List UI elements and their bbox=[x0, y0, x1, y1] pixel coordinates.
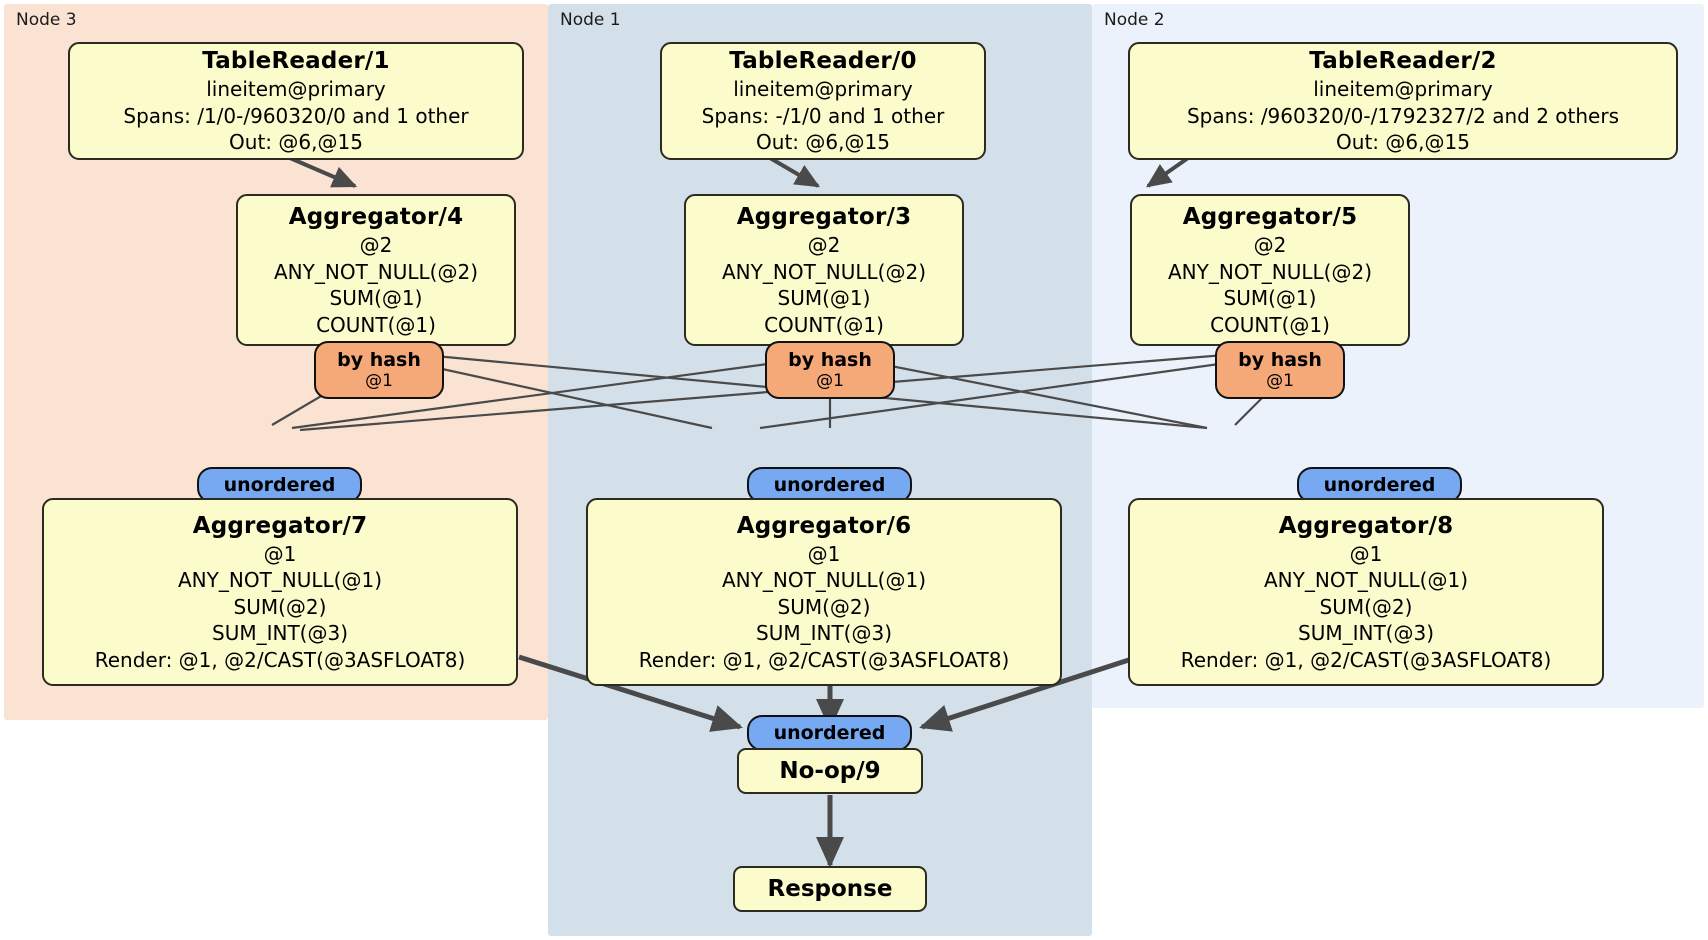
processor-aggregator-4[interactable]: Aggregator/4 @2 ANY_NOT_NULL(@2) SUM(@1)… bbox=[236, 194, 516, 346]
processor-tablereader-1[interactable]: TableReader/1 lineitem@primary Spans: /1… bbox=[68, 42, 524, 160]
processor-title: Aggregator/3 bbox=[736, 204, 912, 230]
processor-line: Out: @6,@15 bbox=[229, 130, 363, 155]
processor-line: lineitem@primary bbox=[206, 77, 386, 102]
processor-aggregator-3[interactable]: Aggregator/3 @2 ANY_NOT_NULL(@2) SUM(@1)… bbox=[684, 194, 964, 346]
processor-line: @1 bbox=[807, 541, 841, 566]
processor-line: ANY_NOT_NULL(@1) bbox=[722, 568, 926, 593]
processor-title: Aggregator/5 bbox=[1182, 204, 1358, 230]
router-type: by hash bbox=[1238, 349, 1322, 371]
processor-line: Spans: /960320/0-/1792327/2 and 2 others bbox=[1186, 103, 1619, 128]
processor-line: Render: @1, @2/CAST(@3ASFLOAT8) bbox=[638, 647, 1010, 672]
processor-line: COUNT(@1) bbox=[316, 312, 436, 337]
processor-line: SUM(@1) bbox=[1223, 286, 1317, 310]
processor-line: COUNT(@1) bbox=[1210, 312, 1330, 337]
synchronizer-label: unordered bbox=[223, 474, 336, 496]
processor-title: TableReader/0 bbox=[729, 48, 917, 75]
processor-title: No-op/9 bbox=[779, 758, 881, 784]
processor-title: TableReader/2 bbox=[1309, 48, 1497, 75]
synchronizer-unordered-left[interactable]: unordered bbox=[197, 467, 362, 503]
processor-title: Aggregator/7 bbox=[192, 512, 368, 539]
processor-line: SUM(@2) bbox=[1319, 594, 1413, 619]
router-type: by hash bbox=[337, 349, 421, 371]
router-by-hash-left[interactable]: by hash @1 bbox=[314, 341, 444, 399]
processor-tablereader-2[interactable]: TableReader/2 lineitem@primary Spans: /9… bbox=[1128, 42, 1678, 160]
processor-line: Out: @6,@15 bbox=[1336, 130, 1470, 155]
node-panel-label: Node 2 bbox=[1104, 10, 1165, 30]
processor-line: @1 bbox=[1349, 541, 1383, 566]
router-column: @1 bbox=[365, 371, 393, 391]
processor-aggregator-6[interactable]: Aggregator/6 @1 ANY_NOT_NULL(@1) SUM(@2)… bbox=[586, 498, 1062, 686]
processor-title: Aggregator/6 bbox=[736, 512, 912, 539]
processor-line: @1 bbox=[263, 541, 297, 566]
router-by-hash-center[interactable]: by hash @1 bbox=[765, 341, 895, 399]
processor-line: @2 bbox=[1253, 233, 1287, 257]
router-type: by hash bbox=[788, 349, 872, 371]
processor-line: SUM_INT(@3) bbox=[212, 621, 348, 646]
processor-title: Response bbox=[767, 876, 893, 902]
processor-line: Render: @1, @2/CAST(@3ASFLOAT8) bbox=[94, 647, 466, 672]
processor-line: SUM_INT(@3) bbox=[756, 621, 892, 646]
synchronizer-label: unordered bbox=[773, 722, 886, 744]
processor-title: Aggregator/8 bbox=[1278, 512, 1454, 539]
processor-tablereader-0[interactable]: TableReader/0 lineitem@primary Spans: -/… bbox=[660, 42, 986, 160]
synchronizer-label: unordered bbox=[1323, 474, 1436, 496]
processor-response[interactable]: Response bbox=[733, 866, 927, 912]
synchronizer-unordered-final[interactable]: unordered bbox=[747, 715, 912, 751]
processor-title: Aggregator/4 bbox=[288, 204, 464, 230]
processor-aggregator-5[interactable]: Aggregator/5 @2 ANY_NOT_NULL(@2) SUM(@1)… bbox=[1130, 194, 1410, 346]
processor-line: @2 bbox=[807, 233, 841, 257]
router-column: @1 bbox=[1266, 371, 1294, 391]
router-column: @1 bbox=[816, 371, 844, 391]
processor-line: Spans: /1/0-/960320/0 and 1 other bbox=[123, 103, 469, 128]
node-panel-label: Node 3 bbox=[16, 10, 77, 30]
processor-line: SUM(@2) bbox=[233, 594, 327, 619]
processor-line: Out: @6,@15 bbox=[756, 130, 890, 155]
processor-line: SUM(@1) bbox=[329, 286, 423, 310]
processor-line: lineitem@primary bbox=[1313, 77, 1493, 102]
synchronizer-label: unordered bbox=[773, 474, 886, 496]
processor-aggregator-7[interactable]: Aggregator/7 @1 ANY_NOT_NULL(@1) SUM(@2)… bbox=[42, 498, 518, 686]
processor-line: SUM_INT(@3) bbox=[1298, 621, 1434, 646]
router-by-hash-right[interactable]: by hash @1 bbox=[1215, 341, 1345, 399]
processor-line: lineitem@primary bbox=[733, 77, 913, 102]
processor-line: @2 bbox=[359, 233, 393, 257]
processor-noop-9[interactable]: No-op/9 bbox=[737, 748, 923, 794]
processor-line: ANY_NOT_NULL(@2) bbox=[274, 259, 478, 284]
processor-title: TableReader/1 bbox=[202, 48, 390, 75]
node-panel-label: Node 1 bbox=[560, 10, 621, 30]
processor-line: COUNT(@1) bbox=[764, 312, 884, 337]
processor-line: Spans: -/1/0 and 1 other bbox=[701, 103, 945, 128]
synchronizer-unordered-center[interactable]: unordered bbox=[747, 467, 912, 503]
processor-line: SUM(@1) bbox=[777, 286, 871, 310]
processor-line: ANY_NOT_NULL(@2) bbox=[1168, 259, 1372, 284]
processor-line: Render: @1, @2/CAST(@3ASFLOAT8) bbox=[1180, 647, 1552, 672]
processor-line: ANY_NOT_NULL(@1) bbox=[1264, 568, 1468, 593]
processor-aggregator-8[interactable]: Aggregator/8 @1 ANY_NOT_NULL(@1) SUM(@2)… bbox=[1128, 498, 1604, 686]
processor-line: ANY_NOT_NULL(@2) bbox=[722, 259, 926, 284]
processor-line: ANY_NOT_NULL(@1) bbox=[178, 568, 382, 593]
processor-line: SUM(@2) bbox=[777, 594, 871, 619]
